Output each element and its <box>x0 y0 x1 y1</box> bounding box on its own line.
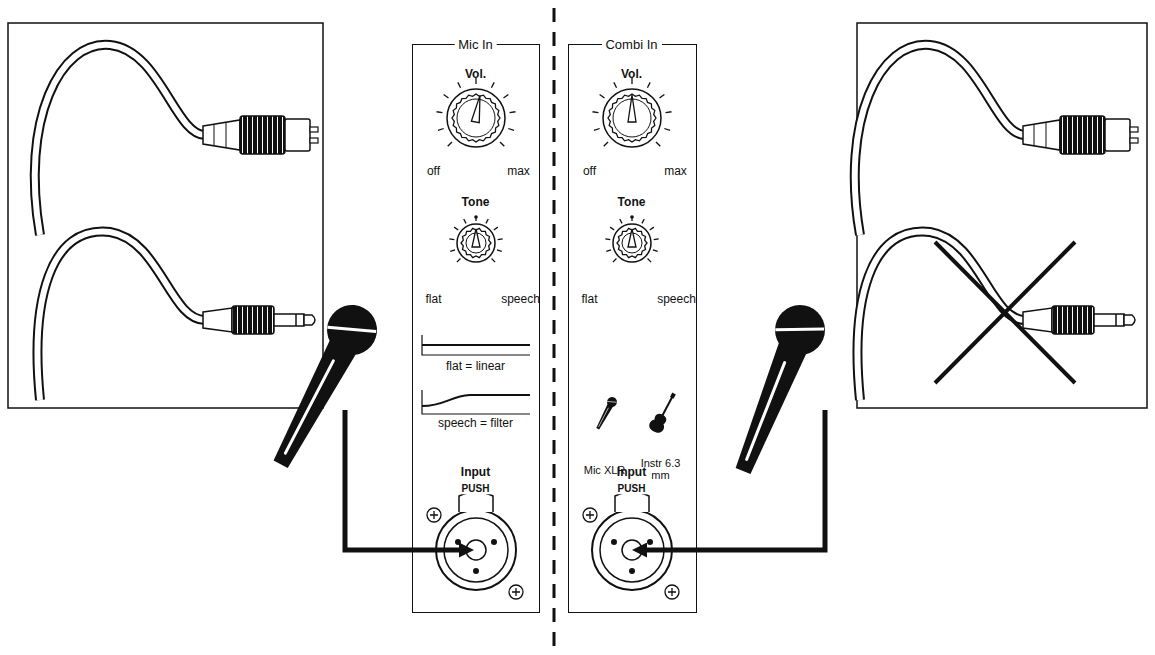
scale-tick <box>606 250 611 252</box>
knob-pointer <box>471 95 480 122</box>
scale-tick <box>648 259 652 263</box>
push-latch <box>615 492 649 512</box>
panel-title: Combi In <box>601 37 661 52</box>
scale-label: speech <box>657 293 696 307</box>
scale-label: off <box>583 165 596 179</box>
knob-ring <box>603 89 661 147</box>
scale-label: flat <box>425 293 441 307</box>
knob-pointer <box>628 95 636 122</box>
scale-tick <box>510 111 516 113</box>
scale-tick <box>666 111 672 113</box>
scale-tick <box>508 129 514 131</box>
scale-tick <box>660 94 665 98</box>
screw-slot <box>512 588 520 596</box>
push-latch <box>459 492 493 512</box>
screw-slot <box>430 511 438 519</box>
marker-dot <box>474 215 478 219</box>
scale-tick <box>650 227 654 230</box>
scale-tick <box>492 259 496 263</box>
socket-label: Input <box>461 466 490 480</box>
scale-tick <box>592 111 598 113</box>
scale-label: off <box>427 165 440 179</box>
knob-ring <box>613 224 651 262</box>
knob-ring <box>447 89 505 147</box>
scale-tick <box>610 227 614 230</box>
xlr-pin <box>455 539 461 545</box>
scale-tick <box>449 238 454 240</box>
screw <box>427 508 441 522</box>
scale-tick <box>457 259 461 263</box>
legend-note: flat = linear <box>446 360 505 374</box>
scale-tick <box>642 219 644 223</box>
scale-tick <box>486 219 488 223</box>
scale-tick <box>605 238 610 240</box>
scale-tick <box>604 142 608 146</box>
scale-tick <box>504 94 509 98</box>
screw <box>665 585 679 599</box>
scale-label: speech <box>501 293 540 307</box>
marker-dot <box>630 215 634 219</box>
scale-tick <box>654 238 659 240</box>
scale-tick <box>438 129 444 131</box>
screw-slot <box>668 588 676 596</box>
knob-pointer <box>472 229 480 247</box>
latch-label: PUSH <box>460 483 492 495</box>
scale-tick <box>497 250 502 252</box>
scale-tick <box>500 142 504 146</box>
scale-tick <box>448 142 452 146</box>
scale-tick <box>620 219 622 223</box>
knob-label: Vol. <box>465 68 486 82</box>
latch-label: PUSH <box>616 483 648 495</box>
xlr-pin <box>473 568 479 574</box>
input-panel: Combi InVol.offmaxToneflatspeechMic XLRI… <box>568 44 697 613</box>
knob-grip <box>452 94 500 142</box>
scale-tick <box>494 227 498 230</box>
xlr-pin <box>491 539 497 545</box>
scale-label: flat <box>581 293 597 307</box>
scale-tick <box>664 129 670 131</box>
scale-tick <box>594 129 600 131</box>
xlr-pin <box>611 539 617 545</box>
knob-label: Tone <box>618 196 646 210</box>
jack-hole <box>622 540 642 560</box>
input-panel: Mic InVol.offmaxToneflatspeechflat = lin… <box>412 44 540 613</box>
screw <box>583 508 597 522</box>
scale-tick <box>464 219 466 223</box>
knob-grip <box>608 94 656 142</box>
legend-note: speech = filter <box>438 417 513 431</box>
scale-tick <box>653 250 658 252</box>
scale-label: max <box>507 165 530 179</box>
scale-tick <box>656 142 660 146</box>
scale-tick <box>498 238 503 240</box>
screw <box>509 585 523 599</box>
knob-label: Vol. <box>621 68 642 82</box>
scale-tick <box>614 82 617 87</box>
jack-hole <box>466 540 486 560</box>
scale-tick <box>491 82 494 87</box>
screw-slot <box>586 511 594 519</box>
scale-tick <box>450 250 455 252</box>
scale-tick <box>436 111 442 113</box>
scale-tick <box>647 82 650 87</box>
scale-tick <box>444 94 449 98</box>
knob-ring <box>457 224 495 262</box>
scale-tick <box>613 259 617 263</box>
knob-grip <box>461 228 491 257</box>
scale-tick <box>458 82 461 87</box>
socket-label: Input <box>617 466 646 480</box>
scale-tick <box>454 227 458 230</box>
scale-label: max <box>664 165 687 179</box>
xlr-pin <box>629 568 635 574</box>
knob-pointer <box>628 229 636 247</box>
xlr-pin <box>647 539 653 545</box>
knob-grip <box>617 228 647 257</box>
scale-tick <box>600 94 605 98</box>
knob-label: Tone <box>462 196 490 210</box>
panel-title: Mic In <box>454 37 497 52</box>
